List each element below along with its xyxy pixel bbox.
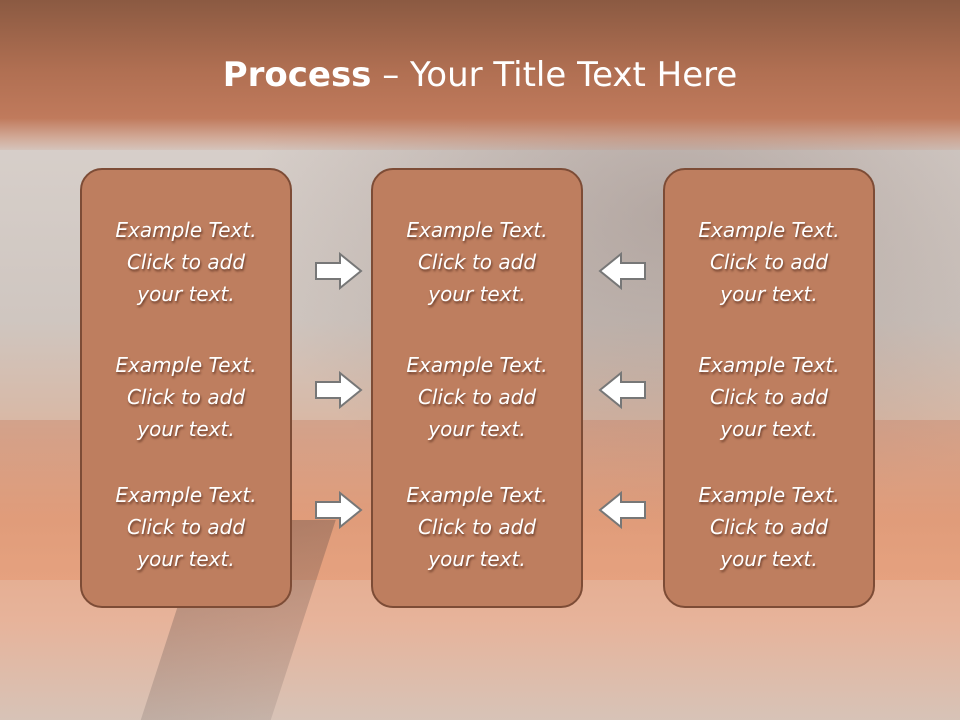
box-text-line: Example Text. [406,218,548,242]
box-text-line: Click to add [417,250,537,274]
left-arrow-icon[interactable] [597,251,647,291]
box-text-line: Click to add [126,250,246,274]
box-text-line: Click to add [709,515,829,539]
box-text-block[interactable]: Example Text. Click to add your text. [373,479,581,575]
box-text-block[interactable]: Example Text. Click to add your text. [373,214,581,310]
box-text-line: Click to add [709,385,829,409]
box-text-line: Example Text. [698,353,840,377]
box-text-line: Example Text. [115,483,257,507]
box-text-line: Click to add [709,250,829,274]
left-arrow-icon[interactable] [597,490,647,530]
box-text-line: Example Text. [698,483,840,507]
box-text-line: Example Text. [115,218,257,242]
box-text-line: Example Text. [698,218,840,242]
title-rest-part: – Your Title Text Here [371,55,738,95]
box-text-line: Example Text. [406,353,548,377]
box-text-line: Example Text. [115,353,257,377]
right-arrow-icon[interactable] [314,490,364,530]
box-text-line: Example Text. [406,483,548,507]
title-bold-part: Process [222,55,372,95]
title-bar [0,0,960,150]
box-text-line: your text. [428,417,526,441]
left-arrow-icon[interactable] [597,370,647,410]
box-text-line: your text. [428,282,526,306]
right-arrow-icon[interactable] [314,251,364,291]
box-text-block[interactable]: Example Text. Click to add your text. [82,349,290,445]
process-box-right[interactable]: Example Text. Click to add your text. Ex… [663,168,875,608]
box-text-line: your text. [720,282,818,306]
box-text-block[interactable]: Example Text. Click to add your text. [373,349,581,445]
box-text-block[interactable]: Example Text. Click to add your text. [82,214,290,310]
box-text-block[interactable]: Example Text. Click to add your text. [665,214,873,310]
box-text-line: your text. [137,417,235,441]
box-text-line: your text. [720,417,818,441]
box-text-line: your text. [137,547,235,571]
box-text-line: your text. [137,282,235,306]
box-text-line: Click to add [417,515,537,539]
slide-title[interactable]: Process – Your Title Text Here [0,52,960,98]
box-text-line: Click to add [126,385,246,409]
box-text-block[interactable]: Example Text. Click to add your text. [82,479,290,575]
box-text-line: Click to add [126,515,246,539]
box-text-line: Click to add [417,385,537,409]
right-arrow-icon[interactable] [314,370,364,410]
process-box-left[interactable]: Example Text. Click to add your text. Ex… [80,168,292,608]
box-text-block[interactable]: Example Text. Click to add your text. [665,479,873,575]
box-text-block[interactable]: Example Text. Click to add your text. [665,349,873,445]
process-box-center[interactable]: Example Text. Click to add your text. Ex… [371,168,583,608]
box-text-line: your text. [428,547,526,571]
box-text-line: your text. [720,547,818,571]
